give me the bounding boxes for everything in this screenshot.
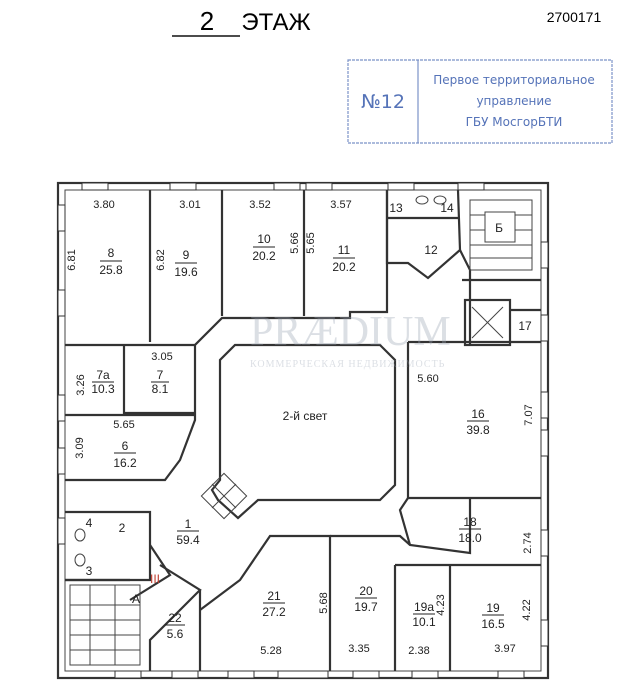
- room-21-width: 5.28: [260, 645, 281, 657]
- room-19-length: 4.22: [521, 599, 533, 620]
- room-7-number: 7: [157, 368, 164, 382]
- room-21-area: 27.2: [262, 605, 286, 619]
- room-8-number: 8: [108, 246, 115, 260]
- watermark-tagline: КОММЕРЧЕСКАЯ НЕДВИЖИМОСТЬ: [250, 359, 445, 370]
- room-19a-number: 19а: [414, 600, 434, 614]
- room-4-number: 4: [86, 516, 93, 530]
- stamp-line-1: Первое территориальное: [433, 73, 594, 87]
- room-9-width: 3.01: [179, 199, 200, 211]
- room-6-area: 16.2: [113, 456, 137, 470]
- room-19a-area: 10.1: [412, 615, 436, 629]
- room-18-length: 2.74: [522, 532, 534, 553]
- room-8-width: 3.80: [93, 199, 114, 211]
- room-16-number: 16: [471, 407, 485, 421]
- room-labels: 3.80 6.81 8 25.8 3.01 6.82 9 19.6 3.52 5…: [66, 199, 535, 657]
- stair-b-label: Б: [495, 221, 503, 235]
- room-2-number: 2: [119, 521, 126, 535]
- room-6-length: 3.09: [74, 437, 86, 458]
- room-22-number: 22: [168, 611, 182, 625]
- room-10-number: 10: [257, 232, 271, 246]
- room-19a-length: 4.23: [435, 594, 447, 615]
- room-20-area: 19.7: [354, 600, 378, 614]
- room-21-number: 21: [267, 589, 281, 603]
- room-21-length: 5.68: [318, 592, 330, 613]
- room-7-width: 3.05: [151, 351, 172, 363]
- room-6-number: 6: [122, 439, 129, 453]
- room-7a-number: 7а: [96, 368, 110, 382]
- room-11-length: 5.65: [305, 232, 317, 253]
- room-8-area: 25.8: [99, 263, 123, 277]
- document-number: 2700171: [547, 9, 602, 25]
- room-17-number: 17: [518, 319, 532, 333]
- room-19a-width: 2.38: [408, 645, 429, 657]
- room-7a-length: 3.26: [75, 374, 87, 395]
- stamp-line-3: ГБУ МосгорБТИ: [466, 115, 563, 129]
- room-12-number: 12: [424, 243, 438, 257]
- room-7a-area: 10.3: [91, 382, 115, 396]
- room-1-number: 1: [185, 517, 192, 531]
- room-20-width: 3.35: [348, 643, 369, 655]
- room-13-number: 13: [389, 201, 403, 215]
- room-10-length: 5.66: [289, 232, 301, 253]
- room-18-number: 18: [463, 515, 477, 529]
- room-19-area: 16.5: [481, 617, 505, 631]
- room-1-area: 59.4: [176, 533, 200, 547]
- room-8-length: 6.81: [66, 249, 78, 270]
- stamp-line-2: управление: [476, 94, 551, 108]
- room-18-area: 18.0: [458, 531, 482, 545]
- room-11-number: 11: [338, 243, 351, 257]
- room-9-area: 19.6: [174, 265, 198, 279]
- room-10-width: 3.52: [249, 199, 270, 211]
- room-19-width: 3.97: [494, 643, 515, 655]
- watermark-brand: PRÆDIUM: [250, 309, 451, 355]
- room-9-number: 9: [183, 248, 190, 262]
- room-9-length: 6.82: [155, 249, 167, 270]
- room-16-length: 7.07: [523, 404, 535, 425]
- room-11-area: 20.2: [332, 260, 356, 274]
- room-14-number: 14: [440, 201, 454, 215]
- entrance-label: III: [150, 572, 160, 586]
- room-16-area: 39.8: [466, 423, 490, 437]
- room-3-number: 3: [86, 564, 93, 578]
- atrium-label: 2-й свет: [283, 409, 328, 423]
- room-19-number: 19: [486, 601, 500, 615]
- room-7-area: 8.1: [152, 382, 169, 396]
- stair-a-label: А: [132, 592, 140, 606]
- walls: [56, 181, 550, 680]
- stamp-number: №12: [361, 91, 405, 113]
- praedium-watermark: PRÆDIUM КОММЕРЧЕСКАЯ НЕДВИЖИМОСТЬ: [250, 309, 451, 370]
- floor-word: ЭТАЖ: [241, 9, 310, 36]
- room-20-number: 20: [359, 584, 373, 598]
- room-16-width: 5.60: [417, 373, 438, 385]
- room-11-width: 3.57: [330, 199, 351, 211]
- floor-number: 2: [200, 6, 214, 36]
- room-6-width: 5.65: [113, 419, 134, 431]
- room-10-area: 20.2: [252, 249, 276, 263]
- bti-stamp: №12 Первое территориальное управление ГБ…: [347, 59, 613, 144]
- room-22-area: 5.6: [167, 627, 184, 641]
